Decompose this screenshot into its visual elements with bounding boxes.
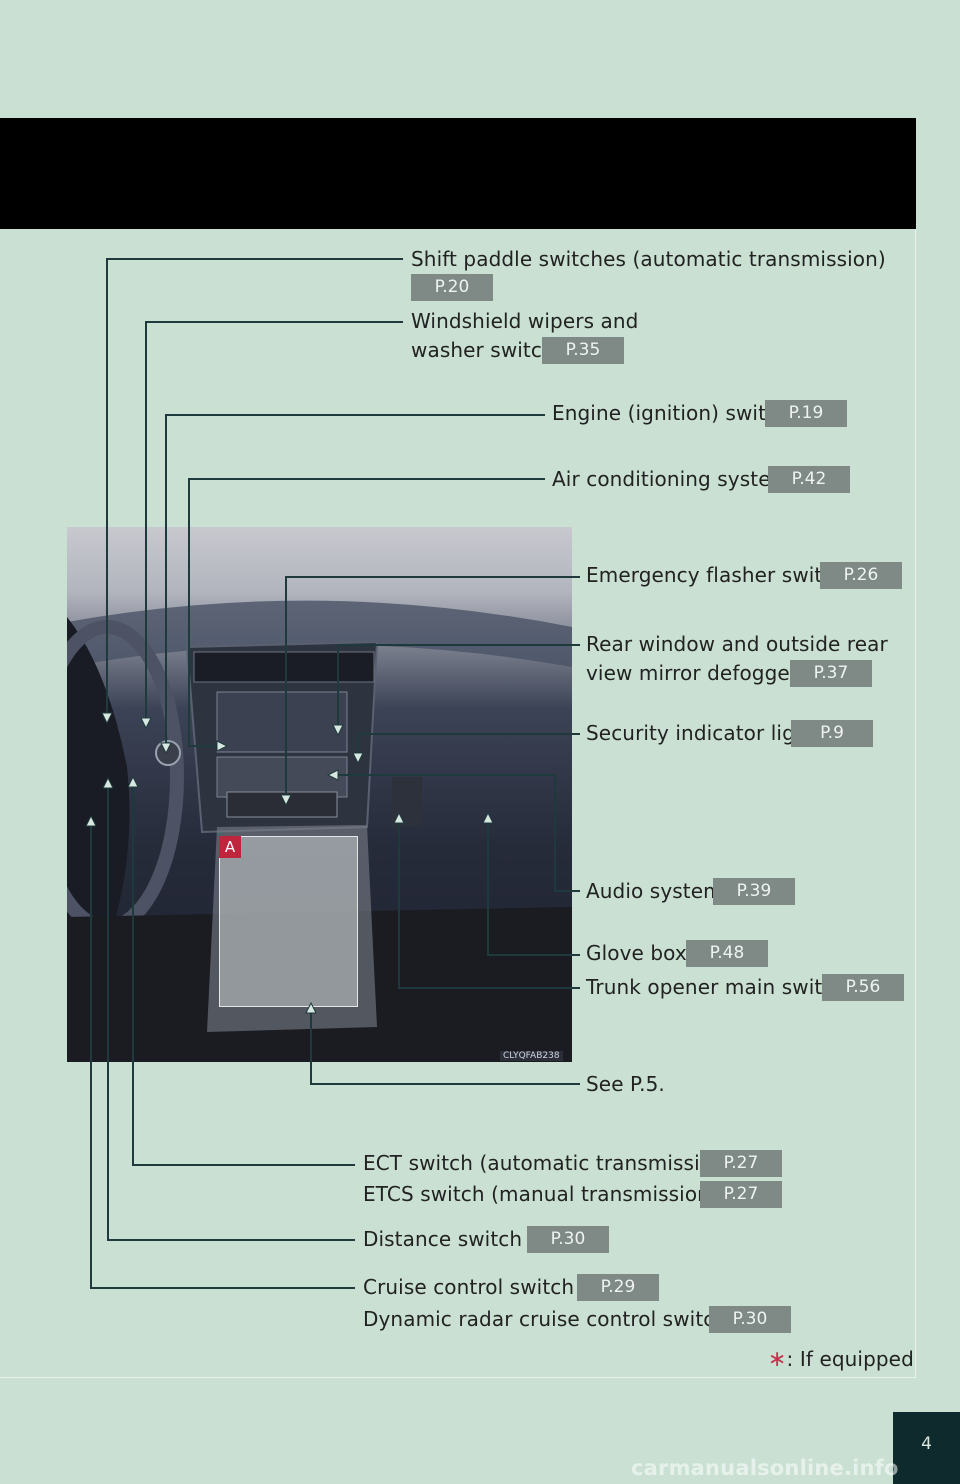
radar-cruise-label-text: Dynamic radar cruise control switch <box>363 1307 728 1331</box>
audio-ref[interactable]: P.39 <box>713 878 795 905</box>
radar-cruise-ref[interactable]: P.30 <box>709 1306 791 1333</box>
aircon-ref[interactable]: P.42 <box>768 466 850 493</box>
section-a-badge: A <box>219 836 241 858</box>
page-number: 4 <box>893 1412 960 1484</box>
page-frame <box>0 118 916 1378</box>
audio-label: Audio system <box>586 879 723 903</box>
etcs-ref[interactable]: P.27 <box>700 1181 782 1208</box>
engine-switch-label: Engine (ignition) switch <box>552 401 790 425</box>
defogger-label-line1: Rear window and outside rear <box>586 632 888 656</box>
shift-paddle-label: Shift paddle switches (automatic transmi… <box>411 247 886 271</box>
distance-ref[interactable]: P.30 <box>527 1226 609 1253</box>
cruise-ref[interactable]: P.29 <box>577 1274 659 1301</box>
trunk-label: Trunk opener main switch <box>586 975 847 999</box>
footnote-text: : If equipped <box>786 1347 914 1371</box>
cruise-label-text: Cruise control switch <box>363 1275 575 1299</box>
footnote: ∗: If equipped <box>768 1344 914 1375</box>
wipers-ref[interactable]: P.35 <box>542 337 624 364</box>
distance-label-text: Distance switch <box>363 1227 523 1251</box>
header-band <box>0 118 916 229</box>
shift-paddle-ref[interactable]: P.20 <box>411 274 493 301</box>
flasher-ref[interactable]: P.26 <box>820 562 902 589</box>
ect-ref[interactable]: P.27 <box>700 1150 782 1177</box>
aircon-label: Air conditioning system <box>552 467 791 491</box>
glovebox-label: Glove box <box>586 941 687 965</box>
engine-switch-ref[interactable]: P.19 <box>765 400 847 427</box>
see-p5-label: See P.5. <box>586 1072 665 1096</box>
footnote-asterisk-icon: ∗ <box>768 1347 787 1372</box>
flasher-label: Emergency flasher switch <box>586 563 847 587</box>
security-ref[interactable]: P.9 <box>791 720 873 747</box>
watermark: carmanualsonline.info <box>631 1456 899 1480</box>
wipers-label-line1: Windshield wipers and <box>411 309 639 333</box>
wipers-label-line2: washer switch <box>411 338 555 362</box>
distance-label: Distance switch ∗ <box>363 1224 547 1255</box>
section-a-area <box>219 836 358 1007</box>
cruise-label: Cruise control switch ∗ <box>363 1272 599 1303</box>
etcs-label: ETCS switch (manual transmission) <box>363 1182 718 1206</box>
defogger-label-line2: view mirror defoggers <box>586 661 809 685</box>
photo-code: CLYQFAB238 <box>500 1051 563 1061</box>
glovebox-ref[interactable]: P.48 <box>686 940 768 967</box>
security-label: Security indicator light <box>586 721 816 745</box>
defogger-ref[interactable]: P.37 <box>790 660 872 687</box>
trunk-ref[interactable]: P.56 <box>822 974 904 1001</box>
radar-cruise-label: Dynamic radar cruise control switch ∗ <box>363 1304 752 1335</box>
ect-label: ECT switch (automatic transmission) <box>363 1151 733 1175</box>
